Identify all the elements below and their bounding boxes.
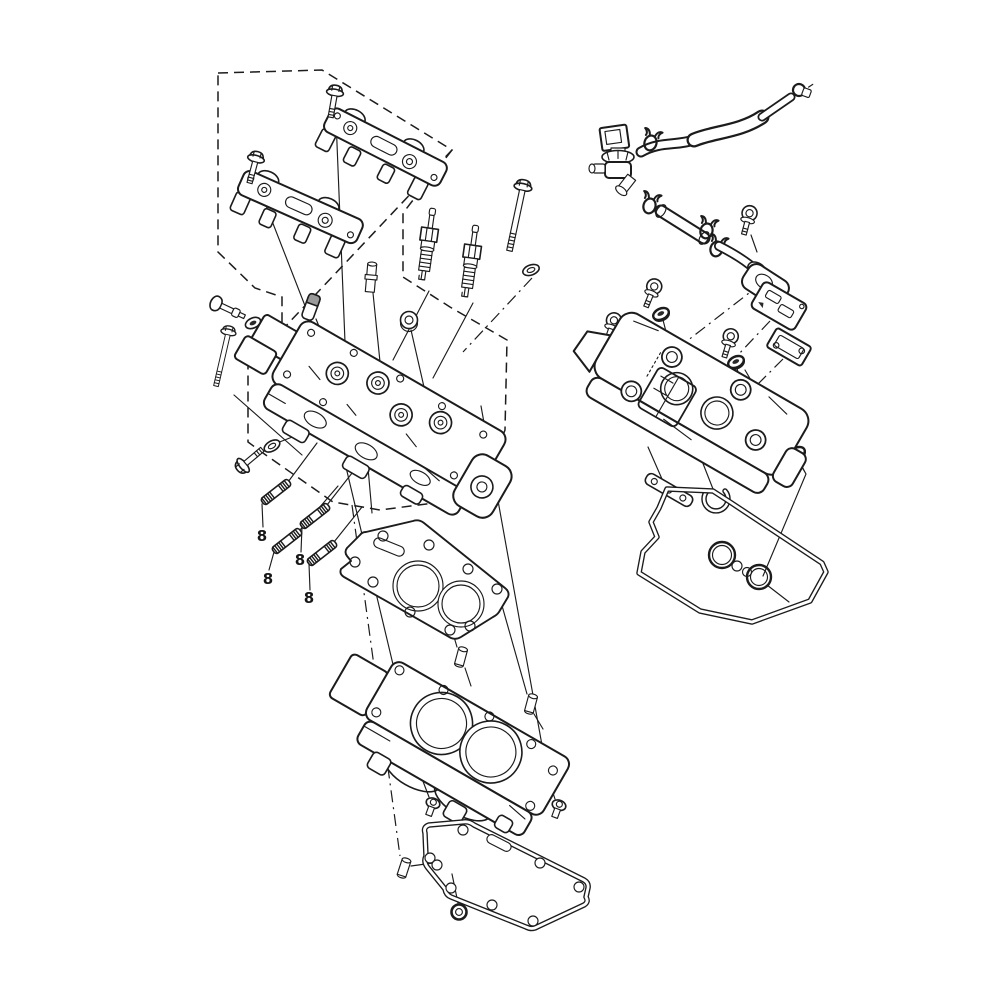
- cap-nut: [399, 310, 419, 332]
- flange-bolt: [231, 442, 269, 478]
- dashed-boundary-cylinder-head: [247, 149, 508, 511]
- cylinder-head-cover: [572, 311, 810, 494]
- dowel-pin: [395, 856, 413, 880]
- reed-valve: [766, 327, 812, 367]
- valve-stem-cap: [301, 292, 321, 321]
- stud-bolt: [305, 538, 339, 568]
- cylinder-block: [328, 653, 571, 837]
- breather-pipe-bolt: [735, 203, 760, 238]
- blind-plug: [551, 799, 567, 819]
- callout-label-8: 8: [263, 570, 273, 588]
- dowel-pin: [453, 645, 469, 669]
- valve-guide: [364, 261, 378, 293]
- plain-washer: [520, 261, 542, 279]
- air-induction-valve: [588, 123, 637, 197]
- spark-plug: [413, 206, 443, 282]
- head-cover-gasket: [636, 486, 829, 625]
- blind-plug: [425, 797, 441, 817]
- dashed-boundary-cam-holders: [217, 69, 454, 332]
- sealing-washer: [244, 316, 262, 330]
- head-cover-bolt: [716, 326, 741, 361]
- stud-bolt: [259, 477, 293, 507]
- plain-washer: [261, 436, 283, 456]
- molded-air-hose: [635, 92, 796, 158]
- cylinder-head-gasket: [339, 519, 510, 640]
- cylinder-head: [233, 314, 513, 519]
- callout-label-8: 8: [257, 527, 267, 545]
- long-flange-bolt: [207, 323, 238, 389]
- shoulder-bolt: [209, 295, 246, 320]
- cylinder-head-assembly: 8 8 8 8: [207, 69, 591, 932]
- cylinder-base-gasket: [421, 819, 591, 932]
- screw-hose-clamp: [791, 82, 814, 99]
- spark-plug: [456, 223, 486, 299]
- o-ring: [450, 903, 468, 921]
- reed-valve-plate: [750, 281, 808, 331]
- rubber-grommet: [650, 304, 673, 325]
- callout-label-8: 8: [304, 589, 314, 607]
- head-cover-assembly: [572, 82, 829, 625]
- callout-label-8: 8: [295, 551, 305, 569]
- head-cover-bolt: [638, 275, 665, 311]
- cylinder-head-bolt: [499, 177, 535, 254]
- stud-bolt: [298, 501, 332, 531]
